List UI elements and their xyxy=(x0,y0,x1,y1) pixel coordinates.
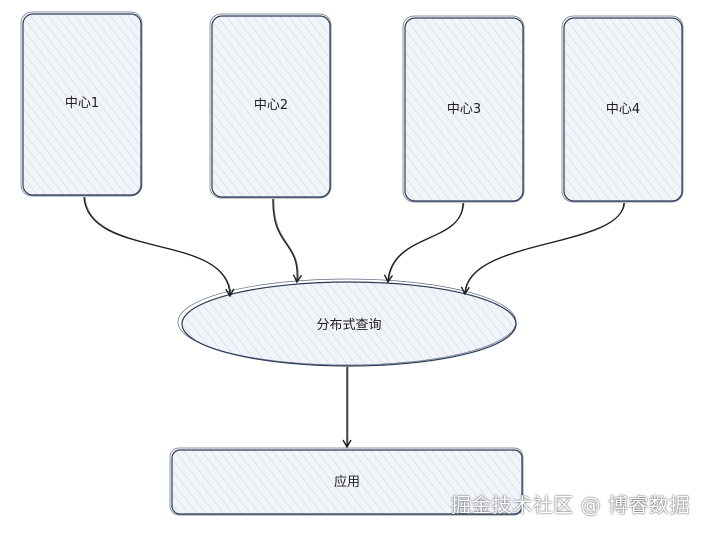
center1-node: 中心1 xyxy=(20,11,143,197)
arrow-center3-to-query xyxy=(383,202,464,284)
app-node: 应用 xyxy=(169,447,524,516)
center4-node: 中心4 xyxy=(561,15,684,203)
center3-label: 中心3 xyxy=(447,102,481,117)
arrow-center2-to-query xyxy=(272,198,303,284)
center4-label: 中心4 xyxy=(606,102,640,117)
center2-node: 中心2 xyxy=(209,13,332,199)
distributed-query-label: 分布式查询 xyxy=(316,318,381,333)
app-label: 应用 xyxy=(334,474,360,490)
arrow-center4-to-query xyxy=(460,202,625,296)
watermark-text: 掘金技术社区 @ 博睿数据 xyxy=(450,493,690,517)
center3-node: 中心3 xyxy=(402,15,525,203)
distributed-query-node: 分布式查询 xyxy=(177,278,517,367)
center2-label: 中心2 xyxy=(254,98,288,113)
center1-label: 中心1 xyxy=(65,96,99,111)
arrow-center1-to-query xyxy=(83,196,235,298)
